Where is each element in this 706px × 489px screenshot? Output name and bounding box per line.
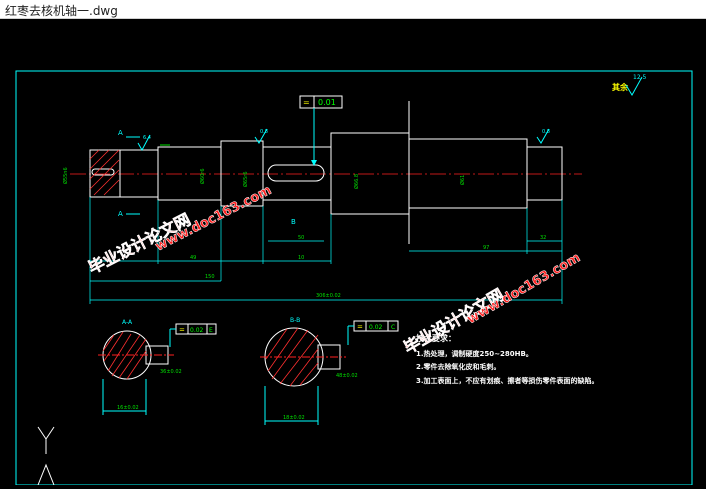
dimension-lines (89, 197, 563, 304)
section-aa-tol-symbol: = (179, 326, 185, 334)
roughness-note-value: 12.5 (633, 74, 647, 81)
diameter-labels: Ø55n6 Ø60r6 Ø65r6 Ø66.8 Ø61 (62, 167, 466, 189)
dim-len-total-a: 150 (205, 274, 215, 280)
keyways (91, 164, 325, 182)
section-aa-tol-value: 0.02 (190, 327, 204, 334)
dim-d-mid3: Ø66.8 (353, 174, 360, 189)
roughness-symbols: 6.4 0.8 0.8 (137, 128, 550, 152)
title-bar: 红枣去核机轴一.dwg (0, 0, 706, 19)
roughness-3: 0.8 (542, 129, 550, 135)
section-bb-width: 18±0.02 (283, 415, 305, 421)
watermark-cn-2: 毕业设计论文网 (401, 285, 508, 357)
section-aa-depth: 36±0.02 (160, 369, 182, 375)
drawing-canvas[interactable]: 其余 12.5 = 0.01 (0, 19, 706, 486)
dim-d-left: Ø55n6 (62, 167, 69, 184)
requirement-3: 3.加工表面上，不应有划痕、擦者等损伤零件表面的缺陷。 (416, 376, 599, 385)
section-aa-datum: E (209, 327, 213, 334)
section-hatch-left (89, 149, 120, 196)
section-marks: A A B (118, 129, 296, 226)
section-bb-label: B-B (290, 317, 300, 324)
dim-d-mid1: Ø60r6 (199, 168, 206, 184)
shaft-outline (89, 101, 563, 244)
requirement-2: 2.零件去除氧化皮和毛刺。 (416, 362, 501, 371)
section-bb-depth: 48±0.02 (336, 373, 358, 379)
watermark-url-2: www.doc163.com (465, 250, 584, 327)
section-a-a: A-A = 0.02 E 16±0.02 36±0.02 (98, 319, 217, 415)
dim-len-total: 306±0.02 (316, 293, 341, 299)
dim-d-mid2: Ø65r6 (242, 171, 249, 187)
section-aa-width: 16±0.02 (117, 405, 139, 411)
dim-len-right2: 32 (540, 235, 546, 241)
window-title: 红枣去核机轴一.dwg (5, 4, 118, 18)
tolerance-frame-top: = 0.01 (299, 95, 343, 166)
dim-len-left: 49 (190, 255, 196, 261)
dim-len-mid2: 10 (298, 255, 304, 261)
roughness-note: 其余 12.5 (612, 74, 647, 96)
watermarks: 毕业设计论文网 www.doc163.com 毕业设计论文网 www.doc16… (85, 183, 583, 358)
tolerance-top-value: 0.01 (318, 98, 336, 107)
roughness-2: 0.8 (260, 129, 268, 135)
requirements-heading: 技术要求： (416, 333, 456, 343)
section-aa-label: A-A (122, 319, 133, 326)
ucs-icon (37, 426, 55, 486)
roughness-1: 6.4 (143, 135, 151, 141)
section-b-b: B-B = 0.02 C 18±0.02 48±0.02 (260, 317, 399, 425)
section-mark-a-bottom: A (118, 210, 123, 218)
roughness-note-label: 其余 (612, 82, 629, 92)
technical-requirements: 技术要求： 1.热处理，调制硬度250~280HB。 2.零件去除氧化皮和毛刺。… (416, 333, 599, 385)
svg-text:=: = (303, 98, 310, 107)
dim-len-mid: 50 (298, 235, 304, 241)
dim-d-right: Ø61 (459, 175, 466, 185)
section-mark-a-top: A (118, 129, 123, 137)
requirement-1: 1.热处理，调制硬度250~280HB。 (416, 349, 533, 358)
dimension-texts: 49 50 10 97 32 150 306±0.02 (190, 235, 546, 299)
section-bb-datum: C (391, 324, 395, 331)
section-mark-b: B (291, 218, 296, 226)
section-bb-tol-symbol: = (357, 323, 363, 331)
dim-len-right: 97 (483, 245, 489, 251)
cad-drawing: 其余 12.5 = 0.01 (15, 70, 693, 486)
section-bb-tol-value: 0.02 (369, 324, 383, 331)
